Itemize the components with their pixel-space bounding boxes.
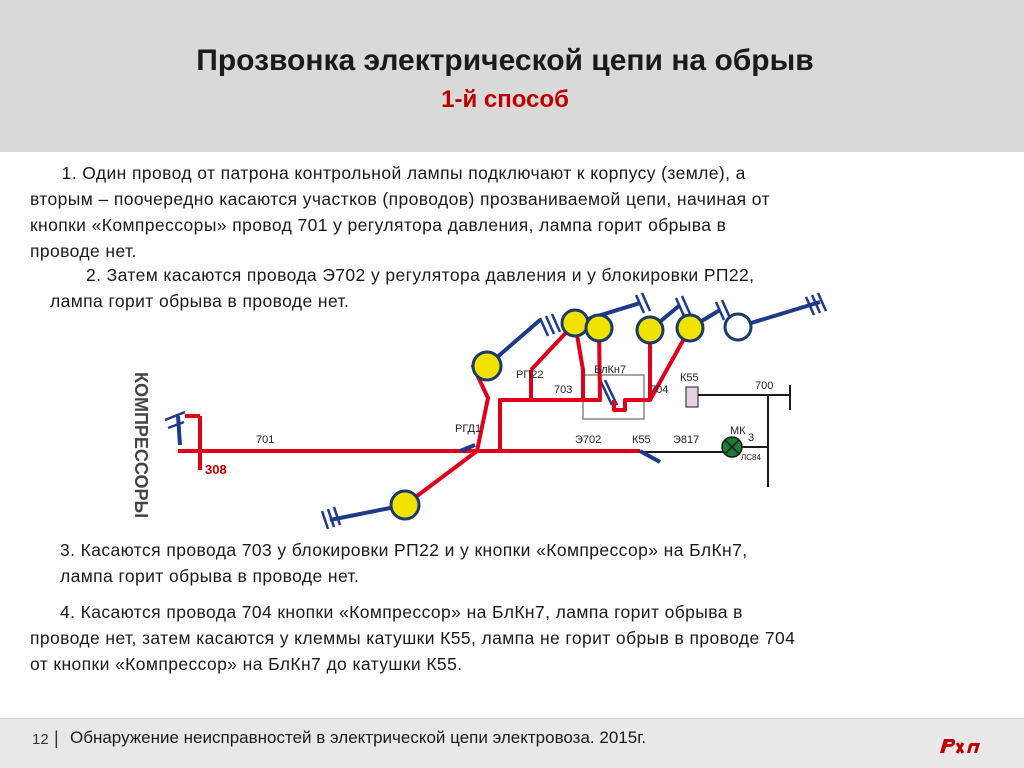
lamp-on-1: [471, 350, 503, 382]
lamp-off: [723, 312, 753, 342]
label-rgd1: РГД1: [455, 423, 481, 435]
lamp-on-3: [584, 313, 614, 343]
label-308: 308: [205, 462, 227, 477]
lamp-on-5: [675, 313, 705, 343]
paragraph-1: 1. Один провод от патрона контрольной ла…: [30, 163, 770, 261]
header-band: [0, 0, 1024, 152]
label-rp22: РП22: [516, 369, 543, 381]
red-wiring: [178, 321, 695, 507]
footer-caption: Обнаружение неисправностей в электрическ…: [70, 728, 647, 747]
lamps: [389, 308, 753, 521]
lamp-on-4: [635, 315, 665, 345]
lamp-on-2: [560, 308, 590, 338]
page-subtitle: 1-й способ: [441, 86, 569, 113]
label-e817: Э817: [673, 434, 699, 446]
paragraph-2: 2. Затем касаются провода Э702 у регулят…: [50, 265, 755, 311]
label-mk: МК: [730, 425, 746, 437]
label-blkn7: БлКн7: [594, 364, 626, 376]
label-k55-top: К55: [680, 372, 699, 384]
lamp-on-6: [389, 489, 421, 521]
compressors-label: КОМПРЕССОРЫ: [131, 372, 151, 518]
page-title: Прозвонка электрической цепи на обрыв: [196, 44, 814, 77]
k55-coil: [685, 386, 699, 408]
label-3: 3: [748, 432, 754, 444]
label-ls84: ЛС84: [741, 453, 761, 462]
footer-band: [0, 718, 1024, 768]
rzd-logo-icon: [940, 739, 980, 754]
page-number: 12: [32, 731, 49, 748]
probe-ticks: [164, 292, 828, 530]
label-703: 703: [554, 384, 572, 396]
label-e702: Э702: [575, 434, 601, 446]
paragraph-3: 3. Касаются провода 703 у блокировки РП2…: [60, 540, 748, 586]
label-704: 704: [650, 384, 668, 396]
footer-separator: |: [54, 728, 59, 748]
paragraph-4: 4. Касаются провода 704 кнопки «Компресс…: [30, 602, 796, 674]
label-701: 701: [256, 434, 274, 446]
label-k55: К55: [632, 434, 651, 446]
label-700: 700: [755, 380, 773, 392]
